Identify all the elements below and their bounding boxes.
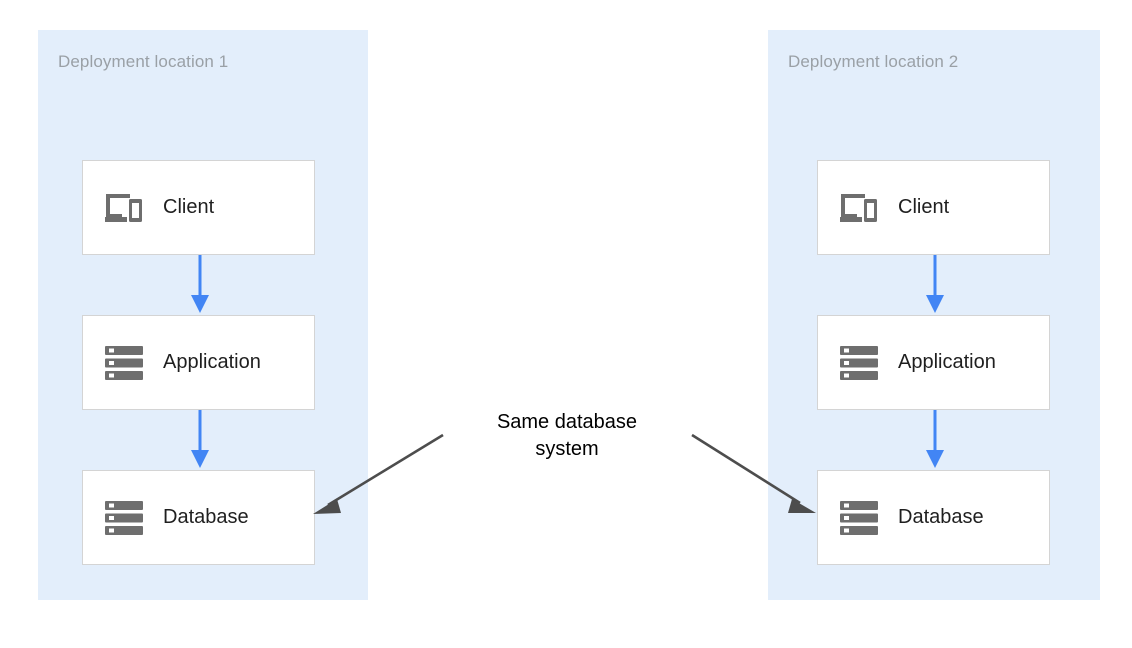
node-database-location-1[interactable]: Database bbox=[82, 470, 315, 565]
node-client-location-2[interactable]: Client bbox=[817, 160, 1050, 255]
server-icon bbox=[836, 495, 882, 541]
node-database-location-1-label: Database bbox=[163, 506, 249, 528]
devices-icon bbox=[836, 185, 882, 231]
node-client-location-1[interactable]: Client bbox=[82, 160, 315, 255]
node-application-location-1-label: Application bbox=[163, 351, 261, 373]
node-database-location-2-label: Database bbox=[898, 506, 984, 528]
annotation-line-1: Same database bbox=[496, 411, 638, 433]
server-icon bbox=[836, 340, 882, 386]
node-client-location-1-label: Client bbox=[163, 196, 215, 218]
same-database-system-annotation: Same database system bbox=[451, 409, 683, 463]
deployment-location-1-label: Deployment location 1 bbox=[58, 52, 229, 71]
deployment-location-2-label: Deployment location 2 bbox=[788, 52, 959, 71]
node-application-location-2-label: Application bbox=[898, 351, 996, 373]
devices-icon bbox=[101, 185, 147, 231]
node-application-location-1[interactable]: Application bbox=[82, 315, 315, 410]
annotation-line-2: system bbox=[535, 438, 599, 460]
node-application-location-2[interactable]: Application bbox=[817, 315, 1050, 410]
node-client-location-2-label: Client bbox=[898, 196, 950, 218]
server-icon bbox=[101, 340, 147, 386]
node-database-location-2[interactable]: Database bbox=[817, 470, 1050, 565]
server-icon bbox=[101, 495, 147, 541]
